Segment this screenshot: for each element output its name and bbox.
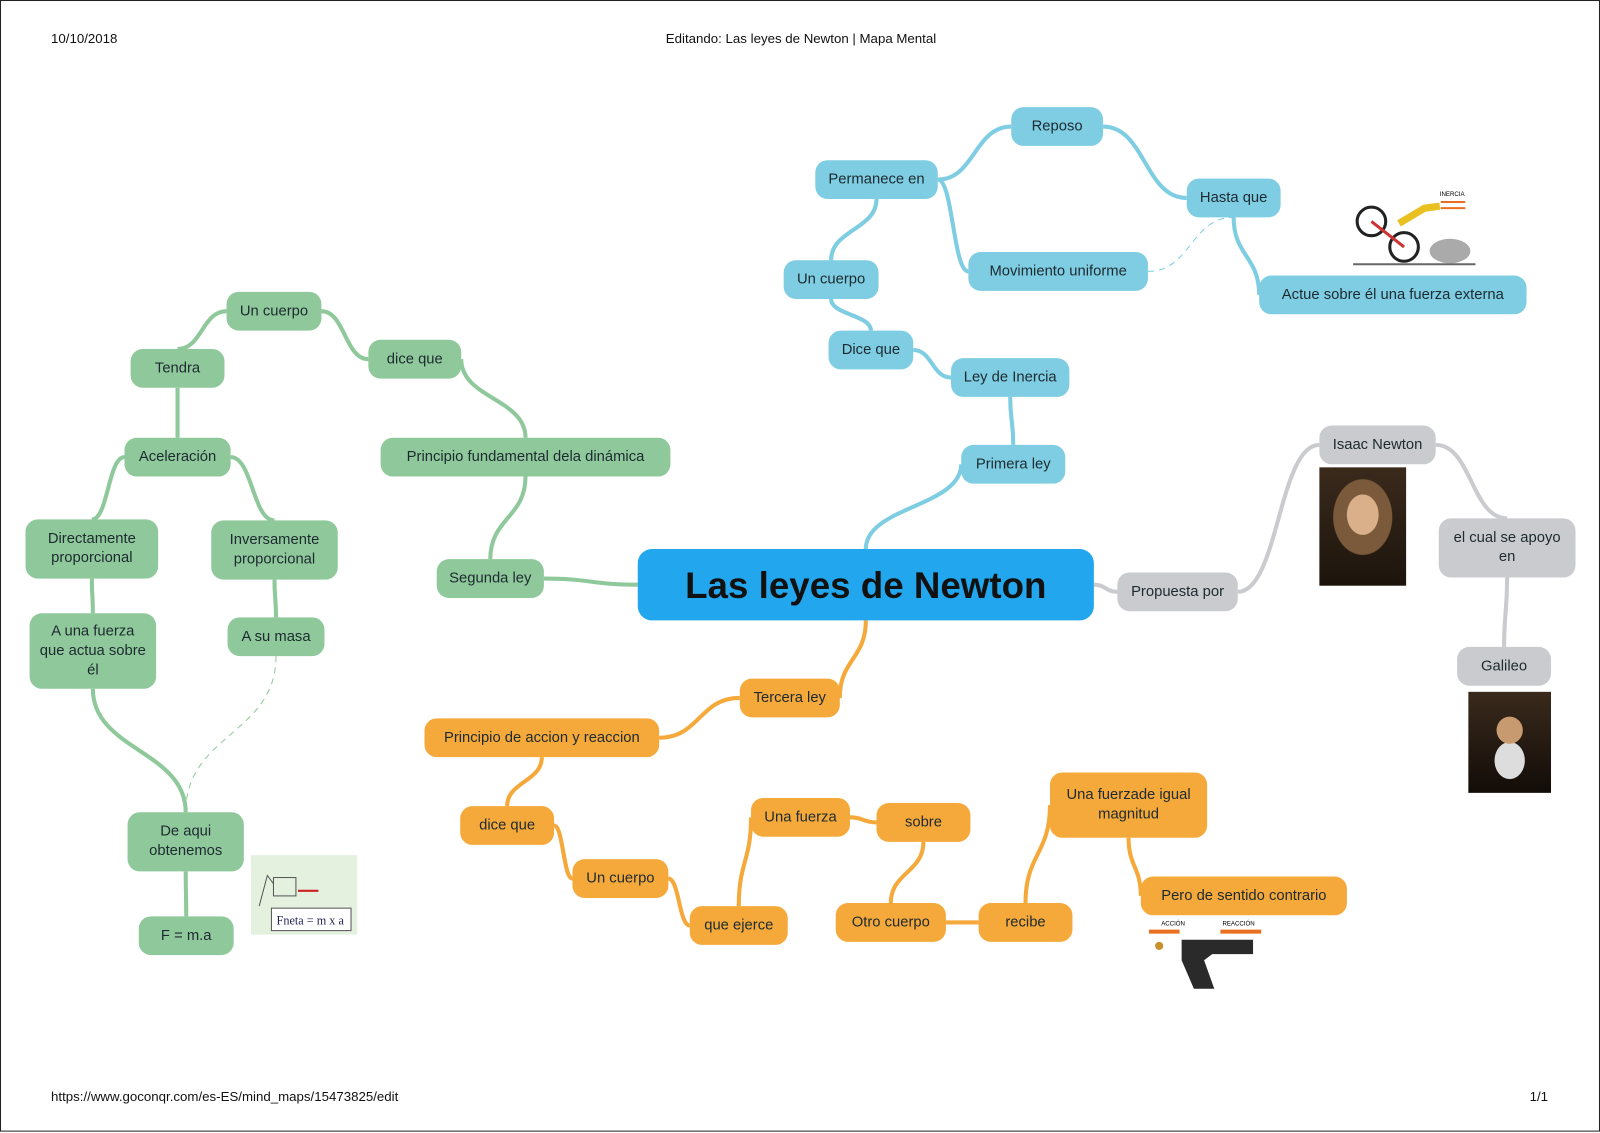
node-hasta-que[interactable]: Hasta que <box>1186 178 1281 218</box>
node-directamente-proporcional[interactable]: Directamente proporcional <box>25 519 159 579</box>
node-galileo[interactable]: Galileo <box>1457 646 1552 686</box>
node-sobre[interactable]: sobre <box>876 803 971 842</box>
connector <box>1126 837 1143 896</box>
node-a-una-fuerza[interactable]: A una fuerza que actua sobre él <box>29 613 157 689</box>
connector <box>1008 396 1016 445</box>
connector <box>91 455 126 522</box>
connector <box>829 298 873 332</box>
node-ley-de-inercia[interactable]: Ley de Inercia <box>951 358 1070 397</box>
connector <box>936 177 970 274</box>
connector <box>488 476 528 560</box>
node-f-igual-ma[interactable]: F = m.a <box>138 916 234 956</box>
formula-image-text: Fneta = m x a <box>277 913 345 927</box>
connector <box>505 756 544 807</box>
node-el-cual-se-apoyo[interactable]: el cual se apoyo en <box>1438 518 1576 578</box>
central-topic[interactable]: Las leyes de Newton <box>637 548 1094 621</box>
node-sentido-contrario[interactable]: Pero de sentido contrario <box>1140 876 1347 916</box>
node-actue-fuerza-externa[interactable]: Actue sobre él una fuerza externa <box>1259 275 1527 315</box>
connector <box>90 688 188 813</box>
connector <box>888 841 926 904</box>
connector <box>1147 216 1234 272</box>
connector <box>272 579 279 618</box>
connector <box>89 578 95 614</box>
connector <box>1502 577 1510 647</box>
node-tercera-ley[interactable]: Tercera ley <box>739 678 840 718</box>
connector <box>1023 805 1053 904</box>
page-number: 1/1 <box>1529 1088 1549 1105</box>
node-principio-accion-reaccion[interactable]: Principio de accion y reaccion <box>424 718 660 758</box>
connector <box>230 455 275 523</box>
node-una-fuerza[interactable]: Una fuerza <box>751 797 850 837</box>
page-title: Editando: Las leyes de Newton | Mapa Men… <box>665 30 937 46</box>
svg-text:REACCIÓN: REACCIÓN <box>1222 921 1254 928</box>
node-fuerza-igual-magnitud[interactable]: Una fuerzade igual magnitud <box>1049 772 1208 838</box>
node-primera-ley[interactable]: Primera ley <box>961 444 1066 484</box>
node-a-su-masa[interactable]: A su masa <box>227 617 325 657</box>
formula-image: Fneta = m x a <box>251 855 358 935</box>
connector <box>183 871 189 917</box>
connector <box>1093 582 1118 594</box>
connector <box>459 359 528 438</box>
connector <box>863 464 964 550</box>
node-aceleracion[interactable]: Aceleración <box>124 437 231 477</box>
connector <box>543 576 638 587</box>
node-isaac-newton[interactable]: Isaac Newton <box>1319 425 1436 465</box>
connector <box>736 817 754 907</box>
isaac-newton-portrait <box>1319 467 1407 586</box>
connector <box>1102 124 1187 200</box>
inertia-bicycle-image: INERCIA <box>1353 188 1476 270</box>
node-permanece-en[interactable]: Permanece en <box>815 160 938 199</box>
connector <box>177 309 227 352</box>
node-de-aqui-obtenemos[interactable]: De aqui obtenemos <box>127 812 244 872</box>
node-un-cuerpo[interactable]: Un cuerpo <box>783 260 879 299</box>
node-que-ejerce[interactable]: que ejerce <box>689 906 788 945</box>
node-recibe[interactable]: recibe <box>978 903 1073 942</box>
page-url: https://www.goconqr.com/es-ES/mind_maps/… <box>51 1088 399 1105</box>
node-dice-que[interactable]: dice que <box>368 339 462 379</box>
node-propuesta-por[interactable]: Propuesta por <box>1117 572 1238 612</box>
node-un-cuerpo[interactable]: Un cuerpo <box>572 859 669 898</box>
node-inversamente-proporcional[interactable]: Inversamente proporcional <box>211 520 338 580</box>
connector <box>321 309 369 362</box>
gun-action-reaction-image: ACCIÓN REACCIÓN <box>1139 919 1277 996</box>
connector <box>1237 442 1320 594</box>
connector <box>185 656 277 813</box>
node-principio-fundamental[interactable]: Principio fundamental dela dinámica <box>380 437 671 477</box>
node-dice-que[interactable]: dice que <box>460 806 555 845</box>
connector <box>667 876 691 928</box>
node-movimiento-uniforme[interactable]: Movimiento uniforme <box>968 252 1148 291</box>
node-tendra[interactable]: Tendra <box>130 348 225 388</box>
connector <box>837 620 868 698</box>
galileo-portrait <box>1468 691 1552 793</box>
connector <box>849 815 877 825</box>
node-un-cuerpo[interactable]: Un cuerpo <box>226 291 322 331</box>
connector <box>1435 442 1508 521</box>
node-dice-que[interactable]: Dice que <box>828 330 914 370</box>
connector <box>552 823 574 881</box>
connector <box>659 695 740 740</box>
print-date: 10/10/2018 <box>51 30 118 46</box>
node-otro-cuerpo[interactable]: Otro cuerpo <box>835 903 946 942</box>
svg-text:ACCIÓN: ACCIÓN <box>1161 921 1185 928</box>
connector <box>937 124 1012 182</box>
node-reposo[interactable]: Reposo <box>1011 107 1104 146</box>
connector <box>912 347 952 380</box>
inertia-label: INERCIA <box>1440 191 1466 198</box>
connector <box>829 198 879 261</box>
node-segunda-ley[interactable]: Segunda ley <box>436 559 544 598</box>
connector <box>1231 217 1262 295</box>
